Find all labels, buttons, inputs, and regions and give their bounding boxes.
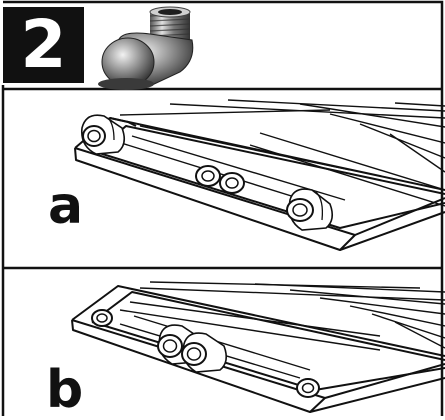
port-b-left — [91, 309, 113, 327]
fitting-a-left — [80, 114, 126, 155]
variant-label-b: b — [46, 360, 84, 420]
port-a-1 — [195, 165, 221, 187]
elbow-fitting-icon — [98, 6, 194, 90]
port-a-2 — [219, 172, 245, 194]
fitting-a-right — [286, 188, 334, 231]
radiator-diagram-a — [74, 99, 445, 251]
port-b-right — [296, 378, 320, 398]
radiator-diagram-b — [71, 281, 445, 413]
variant-label-a: a — [48, 176, 84, 236]
step-number-badge: 2 — [3, 7, 84, 83]
fitting-b-2 — [181, 332, 228, 373]
